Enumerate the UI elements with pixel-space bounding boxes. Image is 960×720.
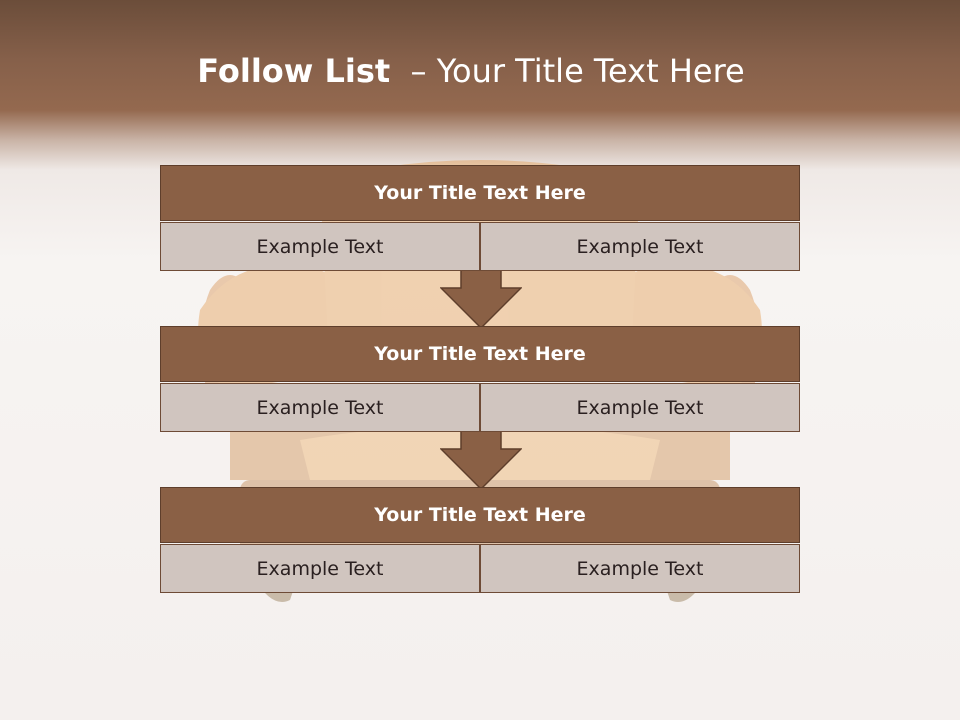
title-bold: Follow List xyxy=(197,52,391,90)
slide-title: Follow List – Your Title Text Here xyxy=(0,52,942,90)
step-title: Your Title Text Here xyxy=(160,326,800,382)
step-title: Your Title Text Here xyxy=(160,165,800,221)
step-cell-left: Example Text xyxy=(160,222,480,271)
down-arrow-icon xyxy=(440,270,522,330)
step-title: Your Title Text Here xyxy=(160,487,800,543)
step-cell-right: Example Text xyxy=(480,544,800,593)
down-arrow-icon xyxy=(440,431,522,491)
step-cell-left: Example Text xyxy=(160,544,480,593)
step-cell-right: Example Text xyxy=(480,222,800,271)
step-cell-left: Example Text xyxy=(160,383,480,432)
step-cell-right: Example Text xyxy=(480,383,800,432)
title-rest: – Your Title Text Here xyxy=(410,52,745,90)
